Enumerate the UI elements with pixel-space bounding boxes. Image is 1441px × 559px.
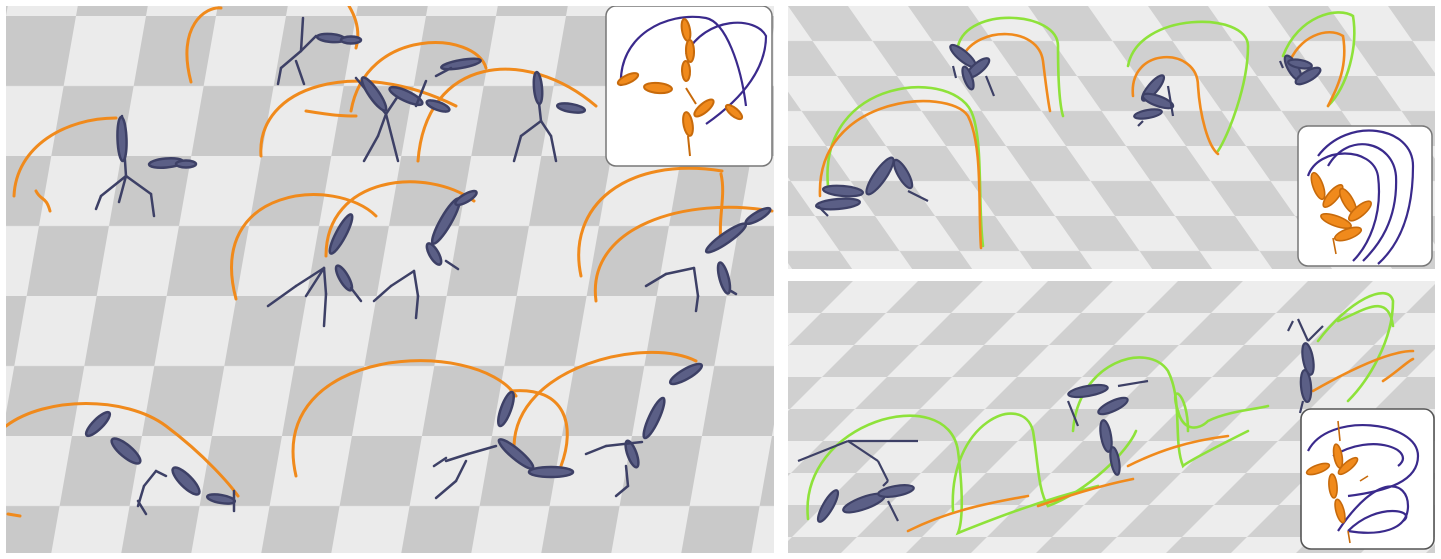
figure-top [276, 16, 363, 86]
figure-bottom-center [432, 390, 575, 500]
inset-left [605, 6, 773, 167]
figure-crouch-1 [814, 156, 929, 217]
articulated-figures [797, 318, 1324, 523]
figure-bottom-right [584, 362, 704, 498]
trajectories [818, 11, 1356, 250]
left-panel [6, 6, 774, 553]
figure-center-right [512, 70, 587, 163]
figure-left [94, 114, 198, 218]
figure-crouch-4 [1278, 54, 1322, 86]
figure-right [644, 206, 772, 313]
figure-standing [1287, 318, 1324, 414]
figure-middle-right [372, 189, 478, 320]
trajectories [806, 291, 1415, 536]
figure-center-top [354, 57, 482, 163]
figure-crouch-2 [949, 43, 996, 97]
bottom-right-panel [788, 281, 1435, 553]
articulated-figures [814, 43, 1322, 217]
figure-leaning [797, 439, 918, 523]
figure-split [1066, 379, 1149, 476]
inset-top-right [1297, 125, 1433, 267]
figure-crouch-3 [1133, 74, 1175, 127]
articulated-figures [84, 16, 772, 516]
figure-bottom-left [84, 410, 237, 516]
top-right-panel [788, 6, 1435, 269]
inset-bottom-right [1300, 408, 1435, 550]
trajectories [6, 6, 774, 518]
figure-middle [266, 213, 363, 328]
